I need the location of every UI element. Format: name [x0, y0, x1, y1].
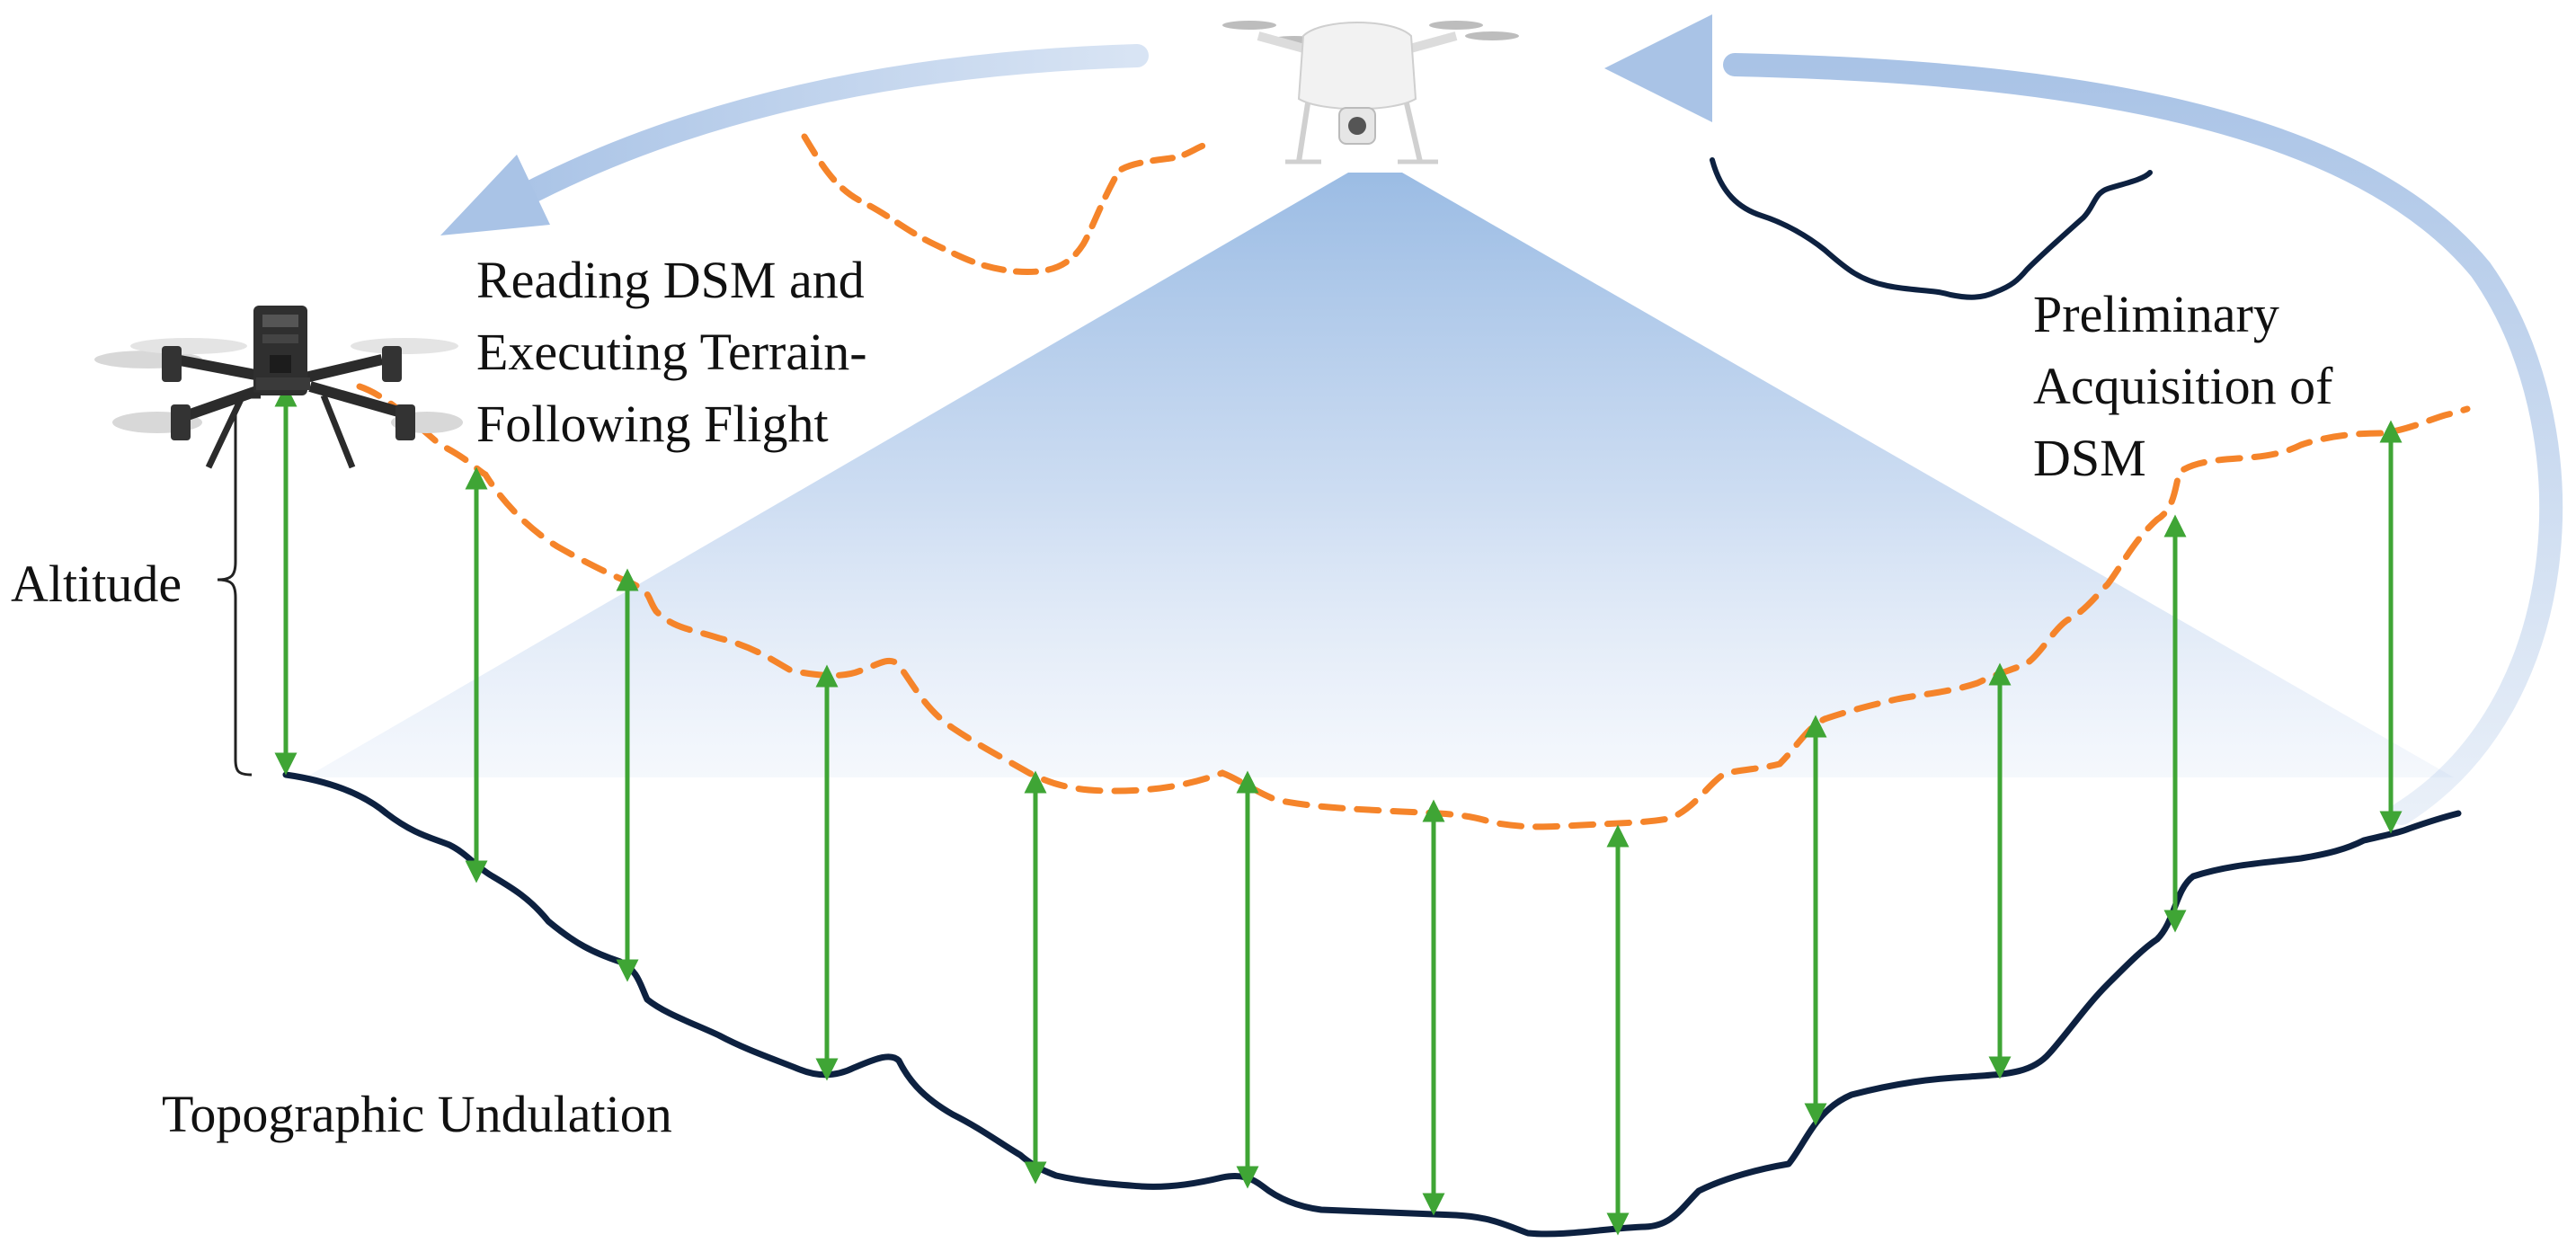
altitude-label: Altitude	[11, 555, 182, 613]
acquisition-arc-arrow-right	[1723, 53, 2563, 825]
reading-dsm-line: Following Flight	[476, 395, 829, 453]
preliminary-line: DSM	[2033, 429, 2146, 487]
preliminary-line: Preliminary	[2033, 285, 2279, 343]
quadcopter-drone-icon	[94, 306, 463, 469]
topographic-undulation-label: Topographic Undulation	[162, 1085, 672, 1143]
altitude-arrows	[274, 384, 2403, 1236]
arc-arrowhead-right	[1604, 14, 1712, 122]
preliminary-acquisition-label: Preliminary Acquisition of DSM	[2033, 279, 2332, 494]
return-arc-arrow-left	[492, 44, 1149, 218]
reading-dsm-line: Reading DSM and	[476, 251, 865, 309]
flight-path-preview	[801, 133, 1212, 276]
reading-dsm-line: Executing Terrain-	[476, 323, 867, 381]
preliminary-line: Acquisition of	[2033, 357, 2333, 415]
camera-coverage-cone	[306, 173, 2454, 777]
reading-dsm-label: Reading DSM and Executing Terrain- Follo…	[476, 244, 867, 460]
terrain-following-flight-path	[356, 383, 2471, 830]
terrain-preview-curve	[1710, 157, 2153, 300]
camera-drone-icon	[1222, 21, 1519, 164]
arc-arrowhead-left	[440, 155, 550, 235]
terrain-profile-curve	[282, 771, 2462, 1238]
altitude-bracket	[217, 394, 253, 777]
